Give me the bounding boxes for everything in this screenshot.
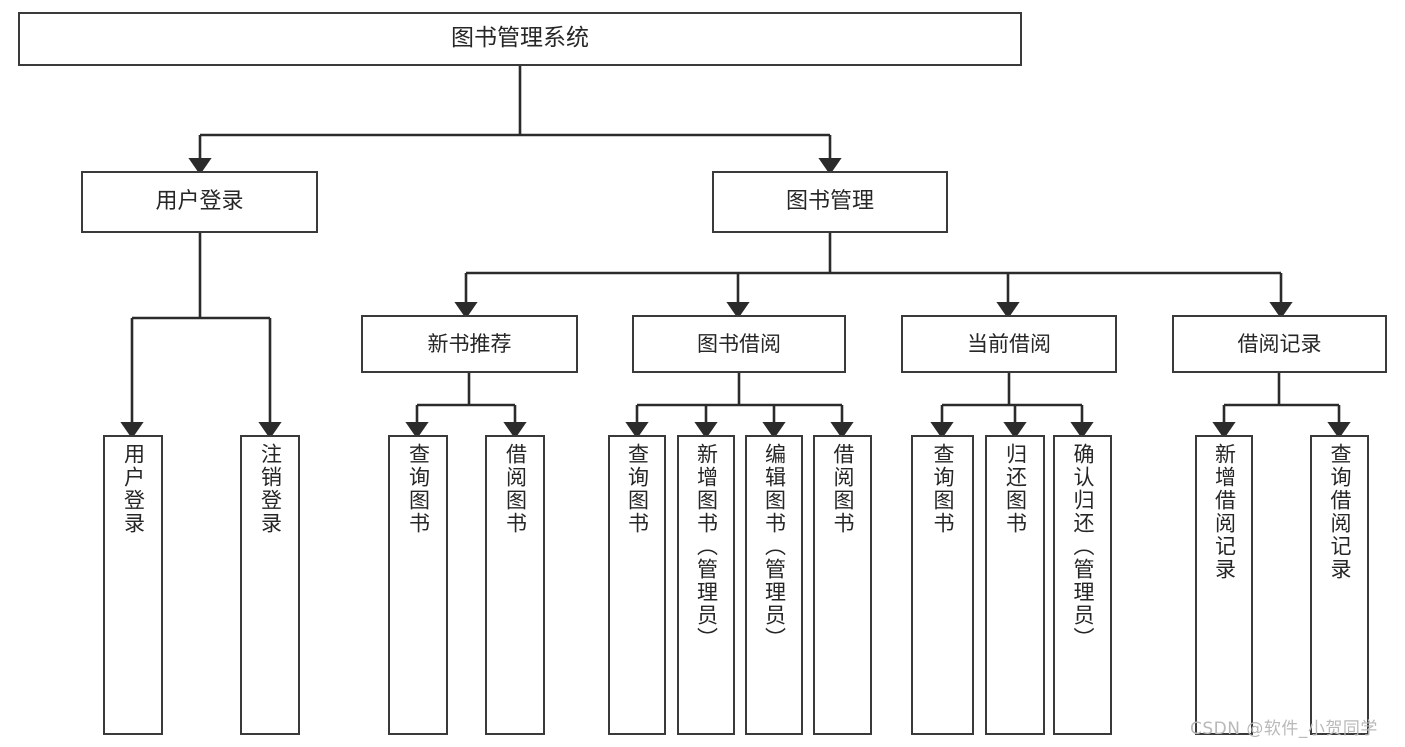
- node-root[interactable]: 图书管理系统: [18, 12, 1022, 66]
- node-leaf-borrow-book-2[interactable]: 借阅图书: [813, 435, 872, 735]
- node-leaf-add-book-label: 新增图书（管理员）: [694, 443, 719, 650]
- node-book-manage-label: 图书管理: [785, 189, 874, 215]
- node-leaf-query-book-3-label: 查询图书: [931, 443, 955, 535]
- node-leaf-query-book-2[interactable]: 查询图书: [608, 435, 666, 735]
- node-leaf-user-login-label: 用户登录: [121, 443, 146, 535]
- node-borrow-record[interactable]: 借阅记录: [1172, 315, 1387, 373]
- node-leaf-query-book-2-label: 查询图书: [625, 443, 650, 535]
- node-leaf-logout[interactable]: 注销登录: [240, 435, 300, 735]
- node-leaf-confirm-return[interactable]: 确认归还（管理员）: [1053, 435, 1112, 735]
- node-book-manage[interactable]: 图书管理: [712, 171, 948, 233]
- node-leaf-borrow-book-1-label: 借阅图书: [503, 443, 528, 535]
- node-leaf-query-record-label: 查询借阅记录: [1328, 443, 1352, 581]
- node-leaf-add-record-label: 新增借阅记录: [1212, 443, 1237, 581]
- node-root-label: 图书管理系统: [451, 25, 589, 52]
- node-leaf-confirm-return-label: 确认归还（管理员）: [1071, 443, 1095, 650]
- node-leaf-edit-book[interactable]: 编辑图书（管理员）: [745, 435, 803, 735]
- node-leaf-user-login[interactable]: 用户登录: [103, 435, 163, 735]
- node-borrow-record-label: 借阅记录: [1237, 331, 1322, 356]
- node-user-login[interactable]: 用户登录: [81, 171, 318, 233]
- node-new-book-rec-label: 新书推荐: [427, 331, 512, 356]
- node-leaf-add-book[interactable]: 新增图书（管理员）: [677, 435, 735, 735]
- node-leaf-query-book-1[interactable]: 查询图书: [388, 435, 448, 735]
- node-new-book-rec[interactable]: 新书推荐: [361, 315, 578, 373]
- node-leaf-logout-label: 注销登录: [258, 443, 283, 535]
- node-leaf-borrow-book-1[interactable]: 借阅图书: [485, 435, 545, 735]
- node-leaf-return-book[interactable]: 归还图书: [985, 435, 1045, 735]
- node-book-borrow[interactable]: 图书借阅: [632, 315, 846, 373]
- node-book-borrow-label: 图书借阅: [697, 331, 781, 356]
- node-leaf-query-book-3[interactable]: 查询图书: [911, 435, 974, 735]
- node-leaf-query-record[interactable]: 查询借阅记录: [1310, 435, 1369, 735]
- node-leaf-borrow-book-2-label: 借阅图书: [831, 443, 855, 535]
- node-leaf-return-book-label: 归还图书: [1003, 443, 1028, 535]
- node-leaf-add-record[interactable]: 新增借阅记录: [1195, 435, 1253, 735]
- watermark: CSDN @软件_小贺同学: [1190, 719, 1378, 739]
- node-leaf-query-book-1-label: 查询图书: [406, 443, 431, 535]
- node-user-login-label: 用户登录: [155, 189, 244, 215]
- node-current-borrow-label: 当前借阅: [967, 331, 1051, 356]
- node-current-borrow[interactable]: 当前借阅: [901, 315, 1117, 373]
- node-leaf-edit-book-label: 编辑图书（管理员）: [762, 443, 787, 650]
